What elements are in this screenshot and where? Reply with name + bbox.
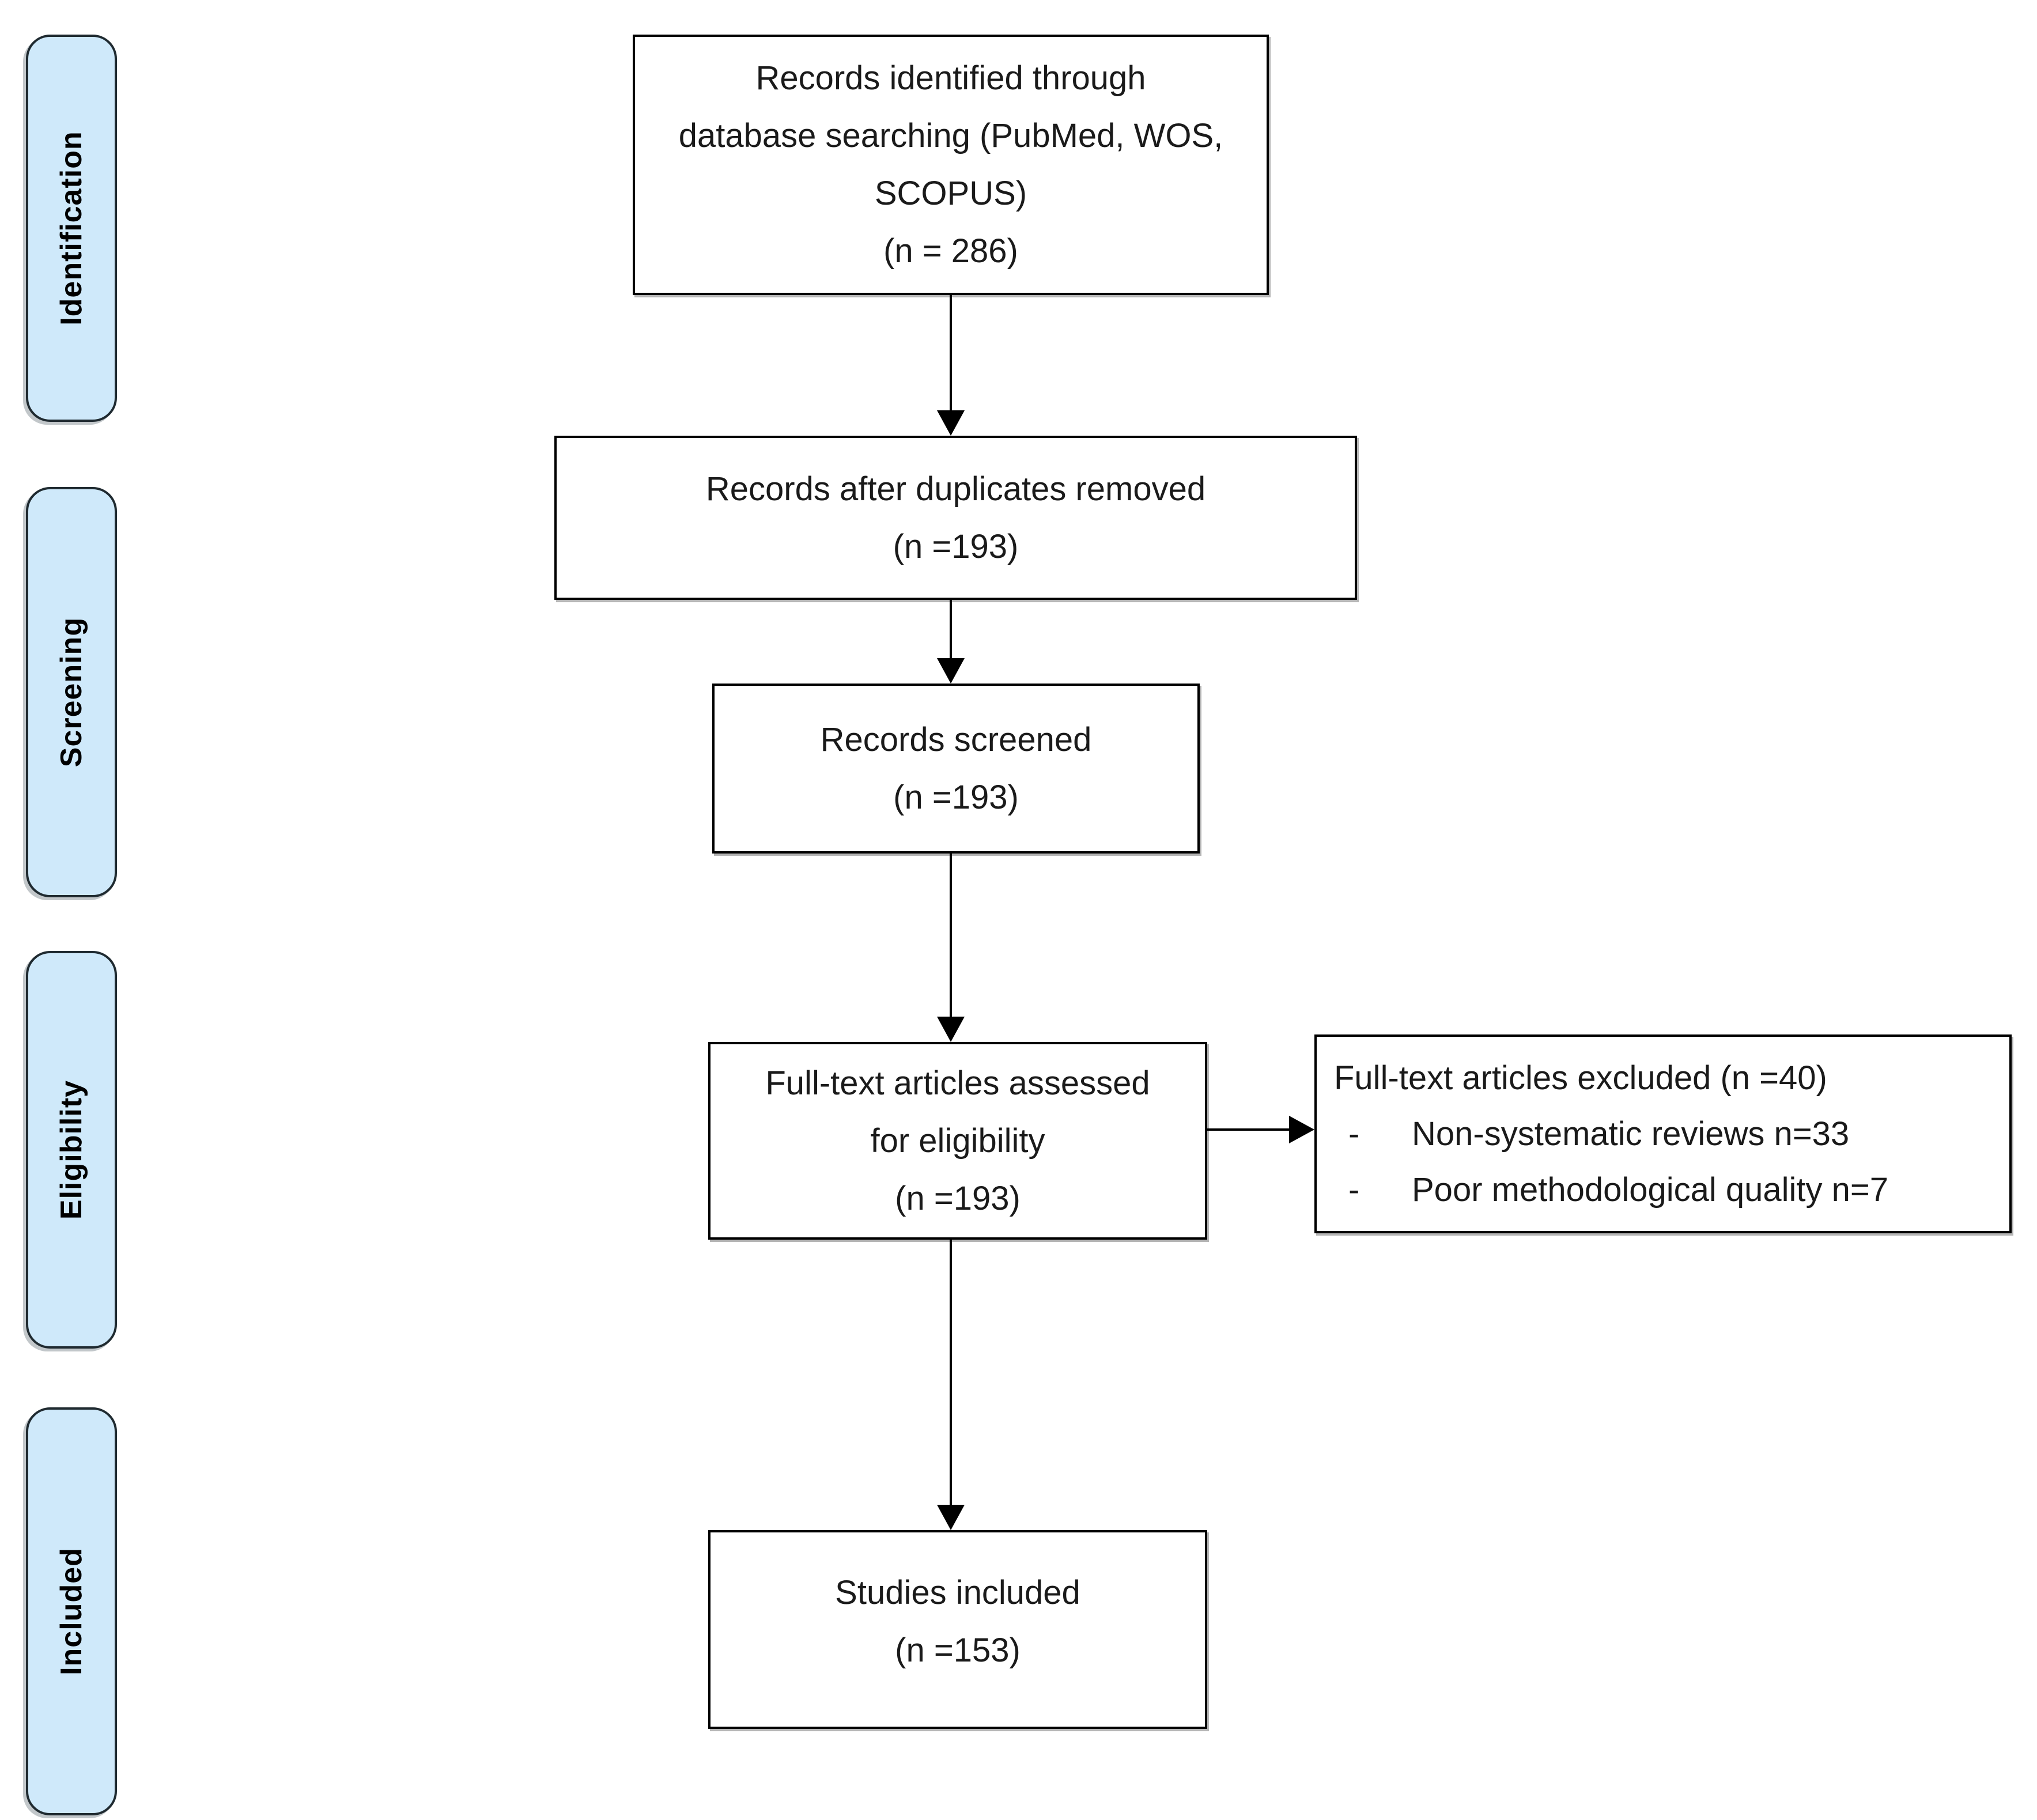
connector-screened-to-fulltext bbox=[950, 854, 952, 1018]
records-identified-line1: Records identified through bbox=[755, 59, 1146, 97]
stage-identification: Identification bbox=[26, 35, 117, 422]
duplicates-removed-line1: Records after duplicates removed bbox=[705, 470, 1206, 508]
records-identified-count: (n = 286) bbox=[883, 232, 1018, 270]
stage-included-label: Included bbox=[55, 1547, 89, 1675]
records-screened-count: (n =193) bbox=[893, 778, 1019, 816]
fulltext-excluded-title: Full-text articles excluded (n =40) bbox=[1334, 1059, 1827, 1097]
connector-fulltext-to-included bbox=[950, 1240, 952, 1506]
duplicates-removed-box: Records after duplicates removed (n =193… bbox=[554, 436, 1357, 600]
arrow-down-icon bbox=[937, 1017, 965, 1042]
excluded-bullet-1-text: Non-systematic reviews n=33 bbox=[1412, 1115, 1850, 1153]
arrow-down-icon bbox=[937, 410, 965, 436]
records-identified-box: Records identified through database sear… bbox=[633, 35, 1269, 295]
records-screened-box: Records screened (n =193) bbox=[712, 684, 1200, 854]
arrow-down-icon bbox=[937, 1505, 965, 1530]
fulltext-assessed-count: (n =193) bbox=[895, 1179, 1021, 1217]
connector-fulltext-to-excluded bbox=[1207, 1128, 1290, 1131]
stage-eligibility: Eligibility bbox=[26, 951, 117, 1349]
studies-included-count: (n =153) bbox=[895, 1632, 1021, 1669]
records-screened-line1: Records screened bbox=[820, 720, 1092, 758]
bullet-dash-icon: - bbox=[1348, 1171, 1360, 1209]
fulltext-excluded-box: Full-text articles excluded (n =40) - No… bbox=[1314, 1034, 2012, 1233]
bullet-dash-icon: - bbox=[1348, 1115, 1360, 1153]
records-identified-line2: database searching (PubMed, WOS, bbox=[678, 117, 1223, 154]
arrow-right-icon bbox=[1289, 1116, 1314, 1143]
studies-included-line1: Studies included bbox=[835, 1574, 1080, 1611]
stage-screening-label: Screening bbox=[55, 617, 89, 768]
fulltext-assessed-line2: for eligibility bbox=[870, 1122, 1045, 1160]
connector-duplicates-to-screened bbox=[950, 600, 952, 659]
stage-eligibility-label: Eligibility bbox=[55, 1079, 89, 1220]
fulltext-assessed-box: Full-text articles assessed for eligibil… bbox=[708, 1042, 1207, 1240]
excluded-bullet-2: - Poor methodological quality n=7 bbox=[1334, 1162, 1992, 1218]
connector-identified-to-duplicates bbox=[950, 295, 952, 411]
arrow-down-icon bbox=[937, 658, 965, 684]
fulltext-assessed-line1: Full-text articles assessed bbox=[765, 1064, 1150, 1102]
records-identified-line3: SCOPUS) bbox=[874, 175, 1027, 212]
duplicates-removed-count: (n =193) bbox=[893, 527, 1019, 565]
stage-identification-label: Identification bbox=[55, 131, 88, 326]
stage-included: Included bbox=[26, 1407, 117, 1815]
stage-screening: Screening bbox=[26, 487, 117, 897]
excluded-bullet-2-text: Poor methodological quality n=7 bbox=[1412, 1171, 1889, 1209]
studies-included-box: Studies included (n =153) bbox=[708, 1530, 1207, 1729]
excluded-bullet-1: - Non-systematic reviews n=33 bbox=[1334, 1106, 1992, 1162]
